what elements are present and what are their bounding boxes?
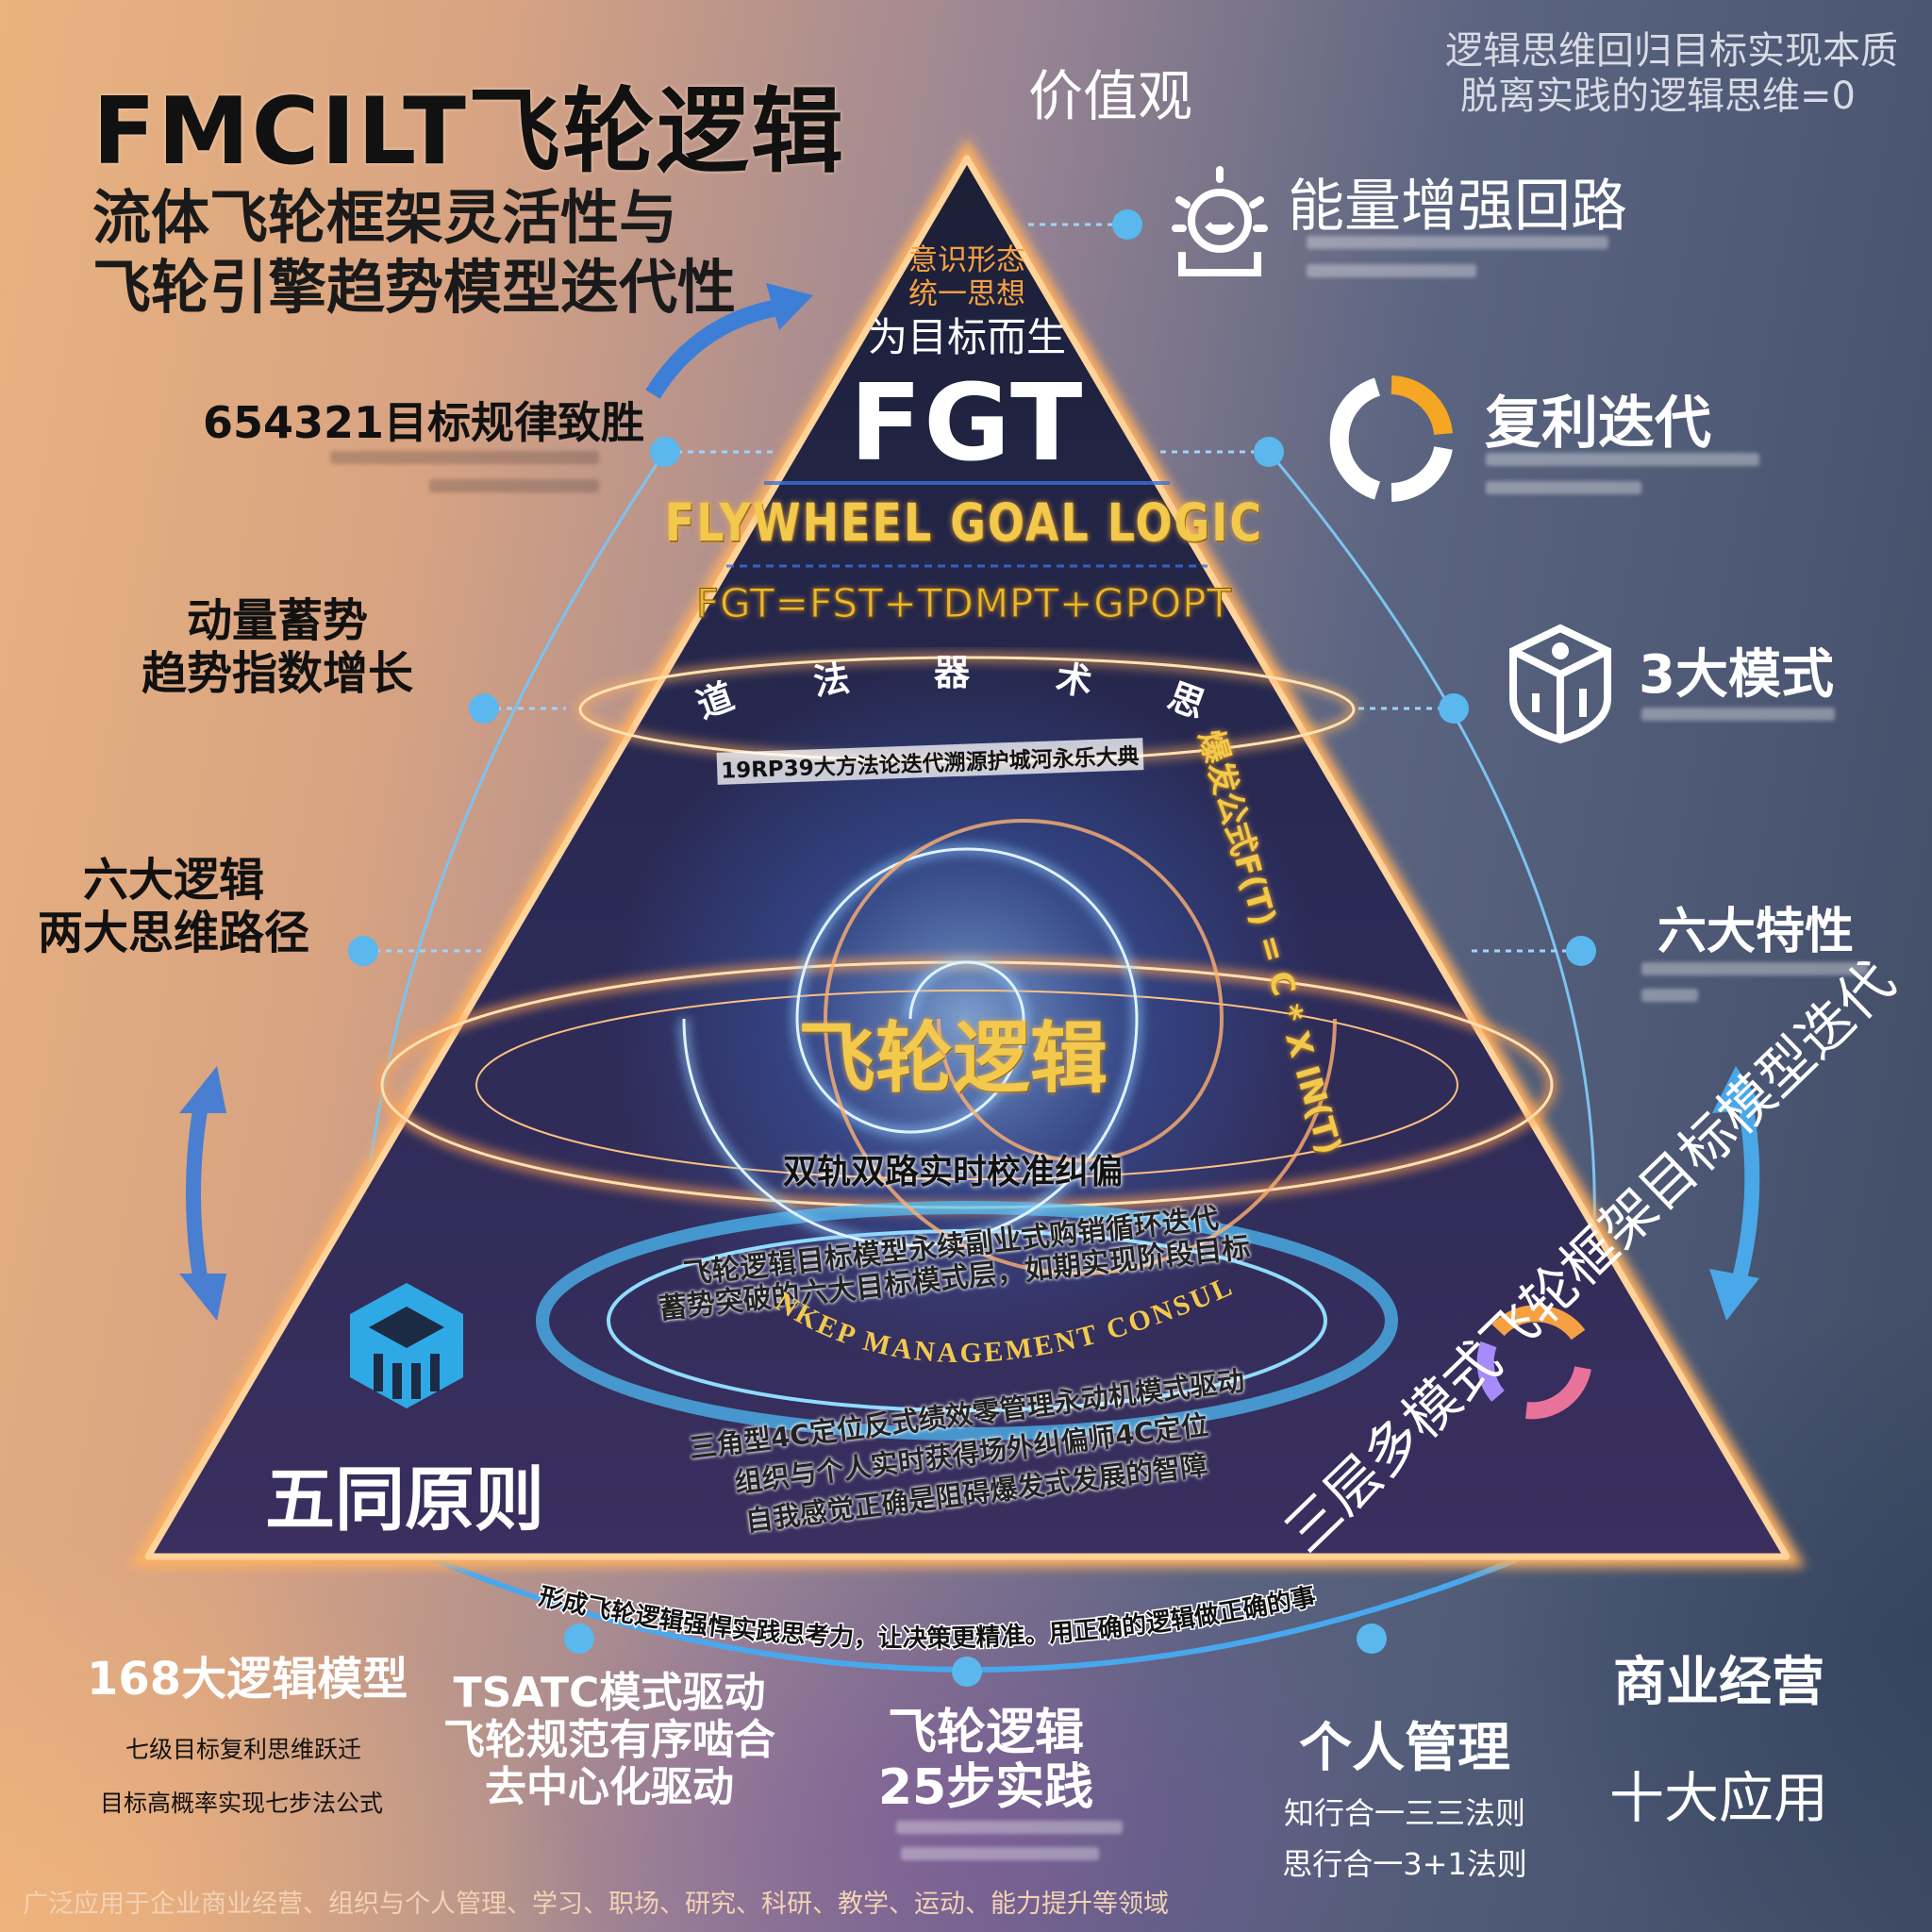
left-double-arrow (179, 1066, 226, 1321)
six-logic-label: 六大逻辑 两大思维路径 (38, 854, 309, 959)
left-connector-line (361, 451, 667, 1227)
personal-line-1: 知行合一三三法则 (1283, 1795, 1526, 1831)
dice-shield-icon (1507, 623, 1613, 745)
dual-track-label: 双轨双路实时校准纠偏 (782, 1153, 1124, 1191)
level-fa: 法 (810, 657, 853, 704)
practice-line-1: 飞轮逻辑 (887, 1705, 1084, 1761)
business-line-2: 十大应用 (1608, 1766, 1829, 1830)
logic-line-2: 两大思维路径 (38, 907, 310, 959)
tsatc-line-3: 去中心化驱动 (485, 1763, 734, 1811)
tsatc-line-1: TSATC模式驱动 (453, 1669, 766, 1717)
personal-line-2: 思行合一3+1法则 (1282, 1846, 1527, 1882)
tsatc-line-2: 飞轮规范有序啮合 (443, 1716, 775, 1764)
fgt-label: FGT (849, 362, 1085, 485)
practice-line-2: 25步实践 (877, 1759, 1094, 1816)
six-features-label: 六大特性 (1657, 904, 1855, 960)
footer-text: 广泛应用于企业商业经营、组织与个人管理、学习、职场、研究、科研、教学、运动、能力… (23, 1890, 1169, 1919)
compound-iteration-label: 复利迭代 (1485, 391, 1711, 457)
fgt-formula: FGT=FST+TDMPT+GPOPT (695, 580, 1233, 627)
quote: 逻辑思维回归目标实现本质 脱离实践的逻辑思维=0 (1445, 28, 1898, 119)
momentum-label: 动量蓄势 趋势指数增长 (142, 594, 413, 700)
personal-title: 个人管理 (1298, 1718, 1510, 1779)
momentum-line-1: 动量蓄势 (187, 594, 369, 647)
logic-models-title: 168大逻辑模型 (87, 1653, 408, 1706)
logic-models-line-2: 目标高概率实现七步法公式 (100, 1790, 384, 1817)
subtitle-line-1: 流体飞轮框架灵活性与 (92, 183, 678, 252)
business-block: 商业经营 十大应用 (1609, 1640, 1828, 1833)
five-principles: 五同原则 (265, 1459, 544, 1541)
practice-block: 飞轮逻辑 25步实践 (878, 1706, 1093, 1815)
energy-loop-label: 能量增强回路 (1288, 174, 1627, 240)
main-title: FMCILT飞轮逻辑 (92, 78, 845, 186)
center-title: 飞轮逻辑 (797, 1014, 1108, 1104)
rule-654321: 654321目标规律致胜 (203, 397, 645, 448)
logic-models-line-1: 七级目标复利思维跃迁 (125, 1736, 362, 1763)
right-double-arrow (1709, 1066, 1764, 1321)
compound-cycle-icon (1321, 368, 1462, 509)
quote-line-2: 脱离实践的逻辑思维=0 (1460, 75, 1856, 118)
level-qi: 器 (934, 652, 971, 693)
values-label: 价值观 (1028, 64, 1193, 128)
cube-logo-icon (345, 1278, 468, 1410)
subtitle-line-2: 飞轮引擎趋势模型迭代性 (92, 253, 737, 322)
level-shu: 术 (1053, 657, 1095, 704)
connector-dots (348, 209, 1596, 1687)
three-modes-label: 3大模式 (1639, 644, 1834, 706)
flywheel-goal-logic: FLYWHEEL GOAL LOGIC (664, 491, 1264, 554)
sun-bulb-icon (1168, 162, 1272, 280)
logic-line-1: 六大逻辑 (83, 854, 265, 907)
right-connector-line (1267, 451, 1596, 1227)
personal-block: 个人管理 知行合一三三法则 思行合一3+1法则 (1282, 1706, 1527, 1884)
momentum-line-2: 趋势指数增长 (142, 647, 414, 700)
curved-arrow (645, 298, 785, 399)
quote-line-1: 逻辑思维回归目标实现本质 (1445, 29, 1898, 73)
cycle-icon (1460, 1283, 1611, 1434)
tsatc-block: TSATC模式驱动 飞轮规范有序啮合 去中心化驱动 (443, 1670, 775, 1811)
born-for-goal: 为目标而生 (867, 314, 1067, 360)
apex-line-1: 意识形态 (908, 243, 1025, 277)
apex-ideology: 意识形态 统一思想 (908, 243, 1025, 311)
apex-line-2: 统一思想 (908, 277, 1025, 311)
business-line-1: 商业经营 (1612, 1652, 1824, 1713)
